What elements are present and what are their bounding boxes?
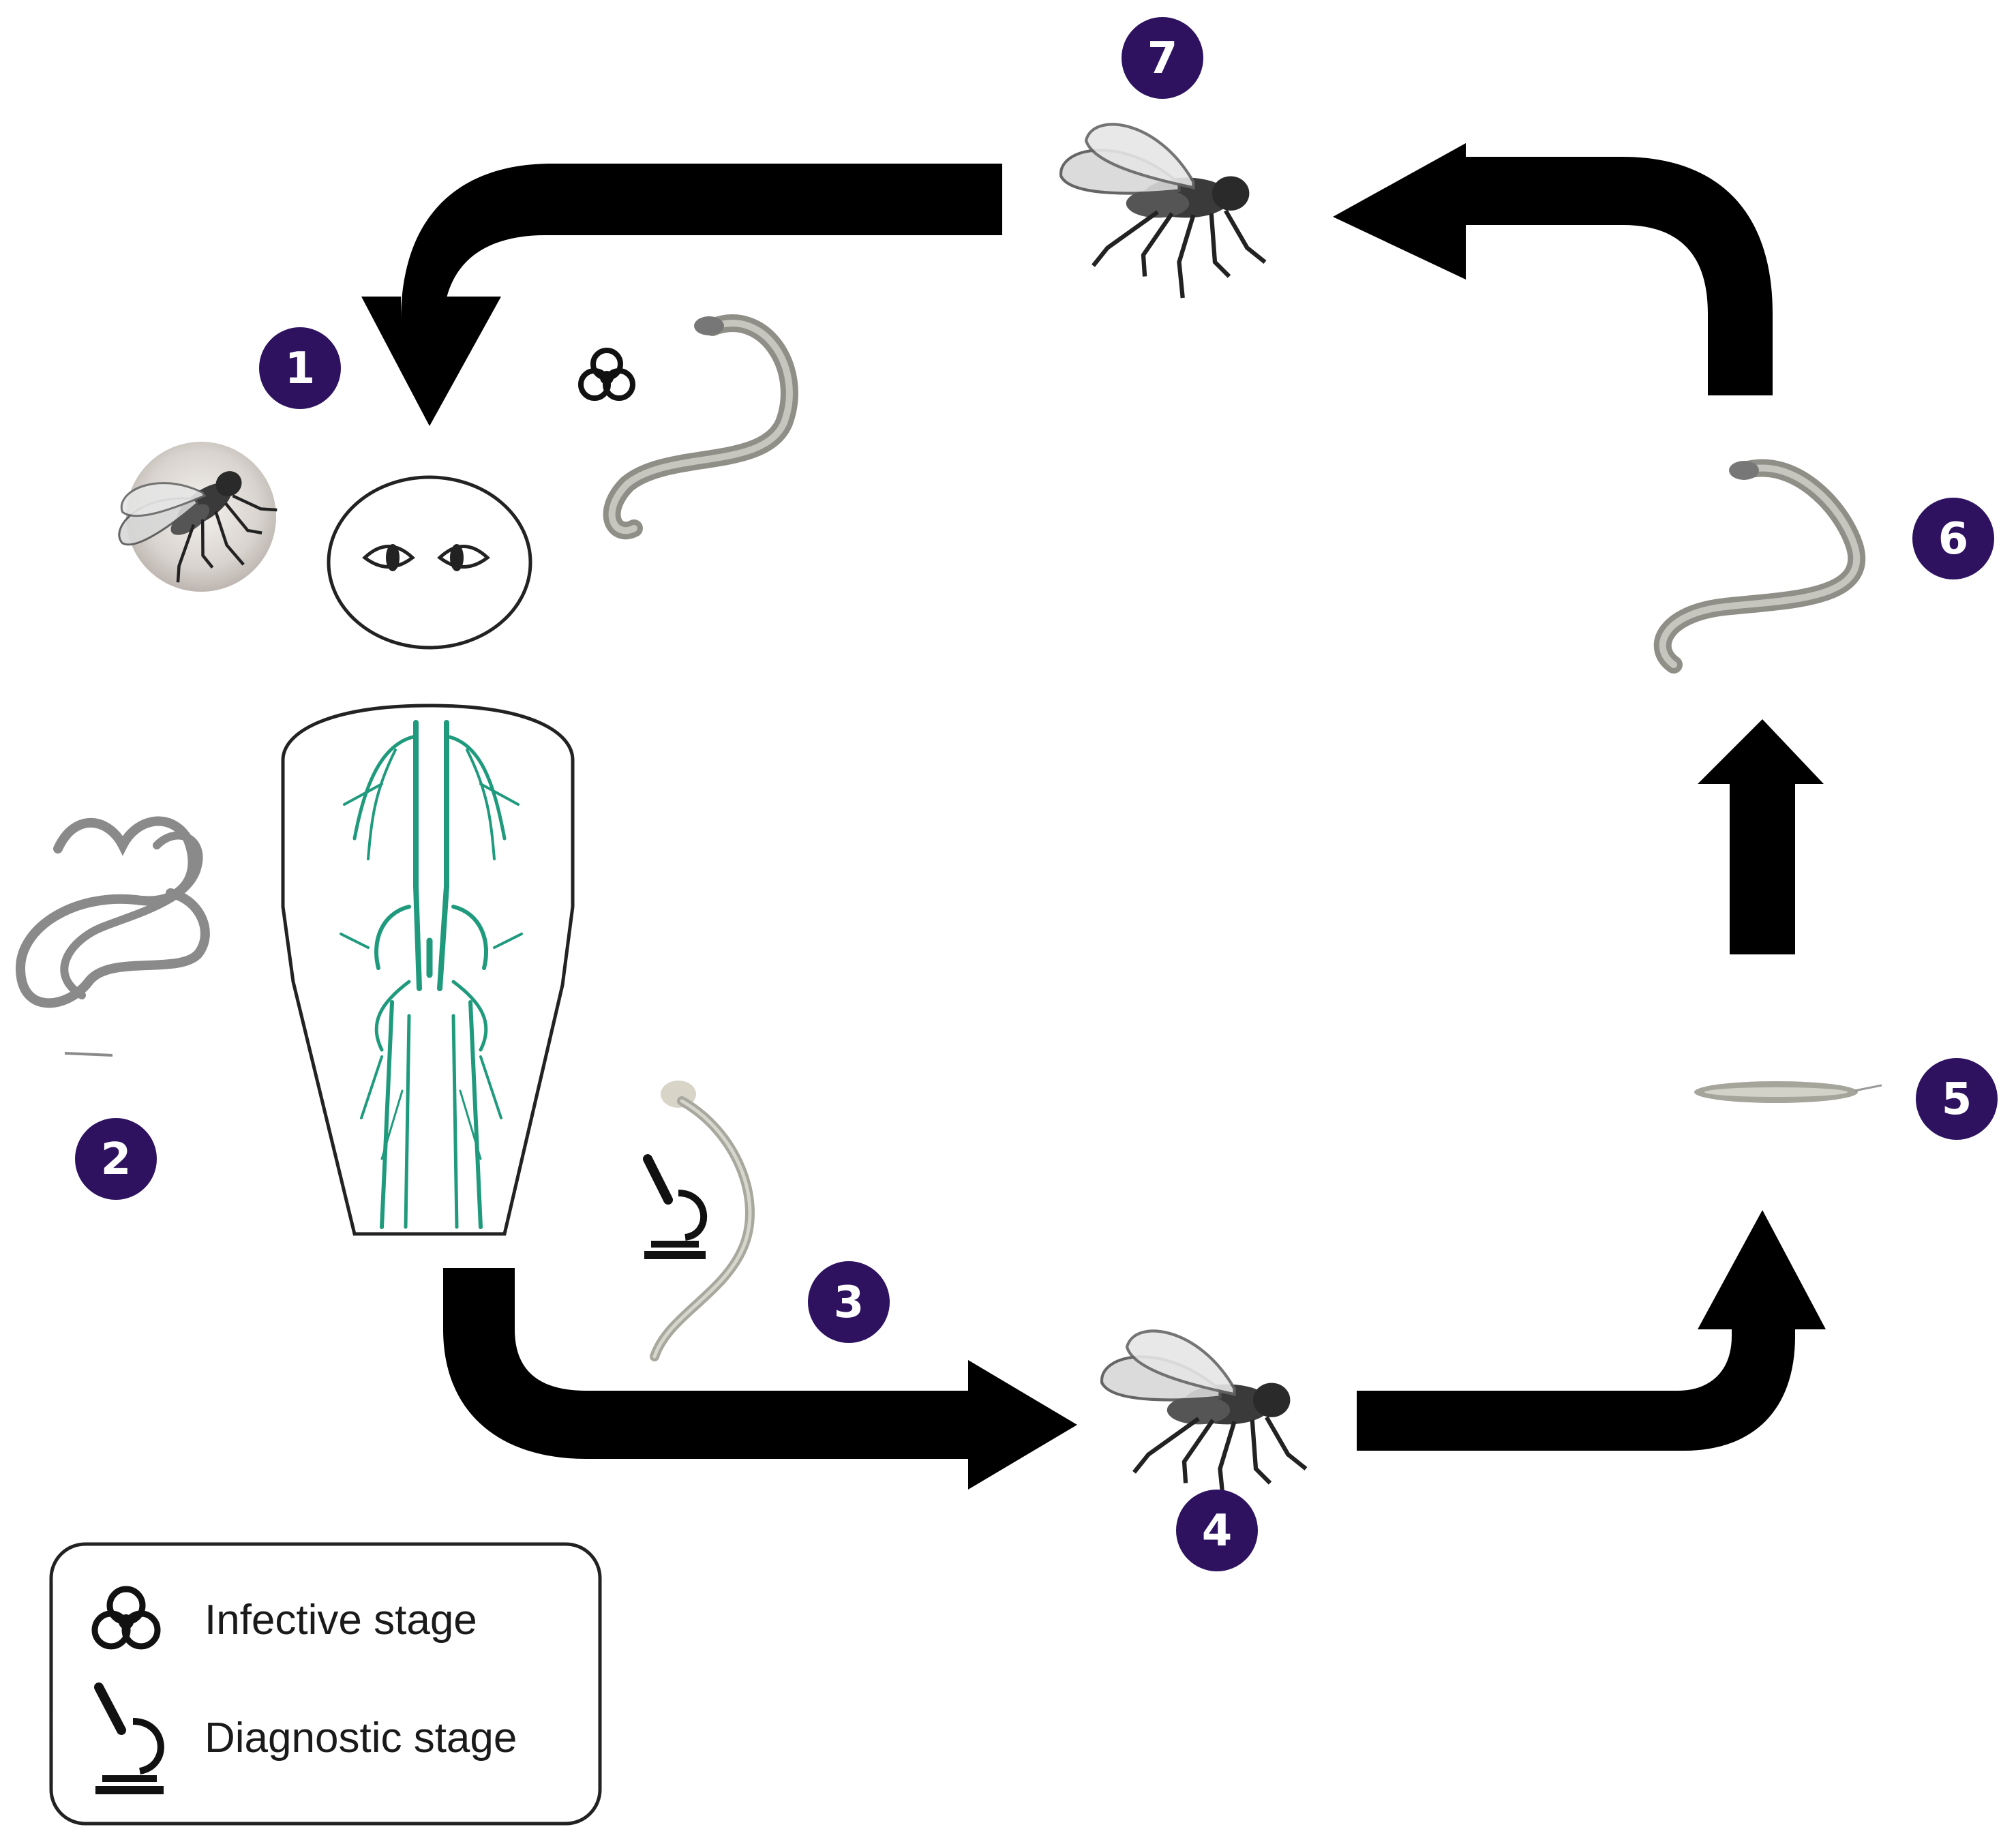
microfilaria xyxy=(650,1081,755,1361)
stage-badge-3: 3 xyxy=(808,1261,890,1343)
legend-diagnostic-label: Diagnostic stage xyxy=(205,1715,517,1762)
biohazard-icon xyxy=(578,348,635,401)
infective-larva-1 xyxy=(603,314,798,540)
larva-stage-5 xyxy=(1694,1081,1882,1103)
svg-text:4: 4 xyxy=(1202,1506,1233,1556)
microscope-icon xyxy=(643,1154,708,1259)
legend-microscope-icon xyxy=(94,1682,164,1794)
lymphatic-system-icon xyxy=(340,720,523,1229)
svg-text:6: 6 xyxy=(1938,514,1969,564)
svg-text:7: 7 xyxy=(1147,33,1178,84)
arrow-6-to-7 xyxy=(1333,143,1773,395)
adult-worm xyxy=(15,816,210,1057)
arrow-2-to-4 xyxy=(443,1268,1077,1490)
stage-badge-5: 5 xyxy=(1916,1058,1998,1140)
arrow-5-to-6 xyxy=(1698,719,1824,954)
legend: Infective stage Diagnostic stage xyxy=(49,1542,602,1826)
svg-text:3: 3 xyxy=(834,1278,864,1328)
stage-badge-7: 7 xyxy=(1122,17,1203,99)
stage-badge-4: 4 xyxy=(1176,1490,1258,1571)
stage-badge-2: 2 xyxy=(75,1118,157,1200)
fly-bite-icon xyxy=(101,429,292,615)
legend-biohazard-icon xyxy=(91,1586,161,1650)
fly-icon-bottom xyxy=(1102,1331,1306,1505)
human-head xyxy=(327,475,532,650)
infective-larva-6 xyxy=(1653,459,1866,674)
fly-icon-top xyxy=(1061,124,1265,298)
svg-text:5: 5 xyxy=(1942,1074,1972,1125)
arrow-4-to-5 xyxy=(1357,1210,1826,1451)
eyes-icon xyxy=(362,544,490,571)
svg-text:2: 2 xyxy=(101,1134,132,1185)
svg-text:1: 1 xyxy=(285,344,316,394)
stage-badge-6: 6 xyxy=(1912,498,1994,579)
stage-badge-1: 1 xyxy=(259,327,341,409)
arrow-7-to-1-shape xyxy=(361,164,1002,426)
human-figure xyxy=(281,475,575,1236)
legend-infective-label: Infective stage xyxy=(205,1597,477,1644)
